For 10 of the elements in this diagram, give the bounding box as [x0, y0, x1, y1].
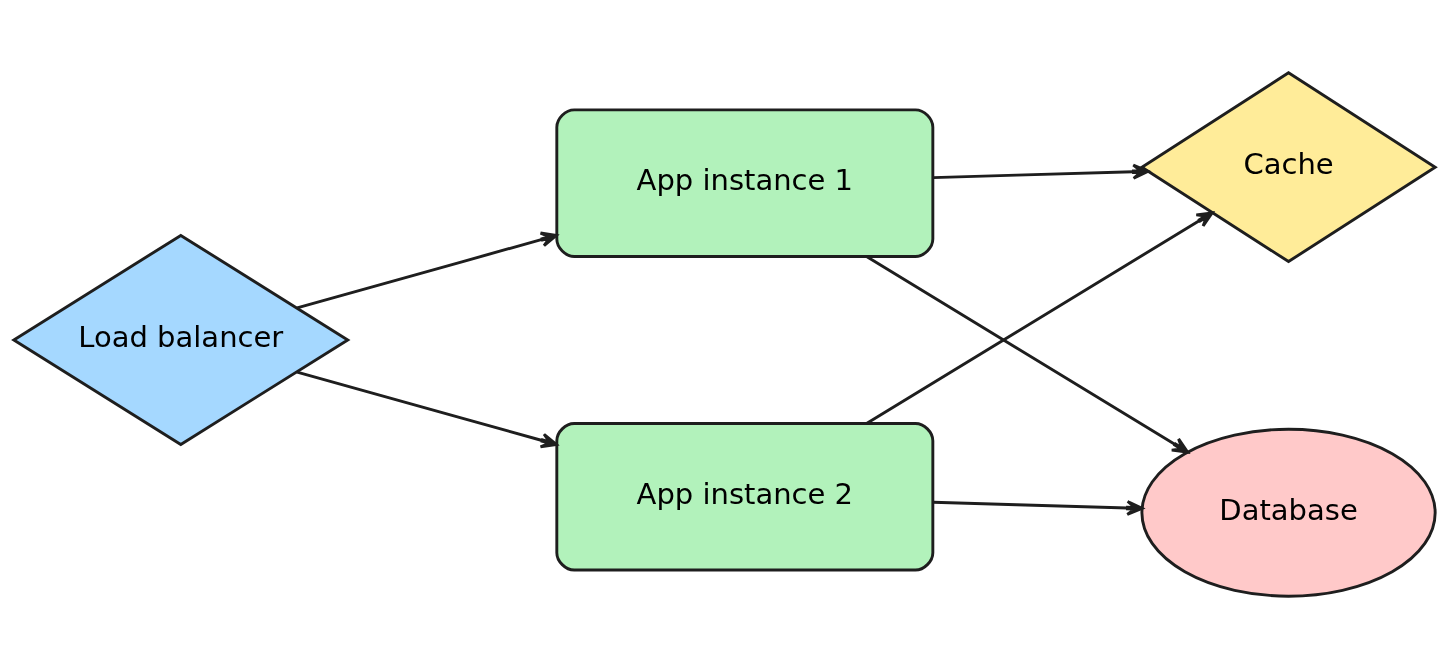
arrow — [296, 231, 558, 309]
arrow — [933, 499, 1144, 516]
arrow — [933, 163, 1150, 180]
arrow — [296, 370, 558, 448]
node-diamond: Cache — [1139, 70, 1438, 263]
node-box: App instance 1 — [555, 107, 935, 258]
node-diamond: Load balancer — [11, 233, 351, 446]
node-ellipse: Database — [1140, 427, 1437, 598]
arrow — [866, 210, 1214, 424]
node-box: App instance 2 — [555, 421, 935, 571]
